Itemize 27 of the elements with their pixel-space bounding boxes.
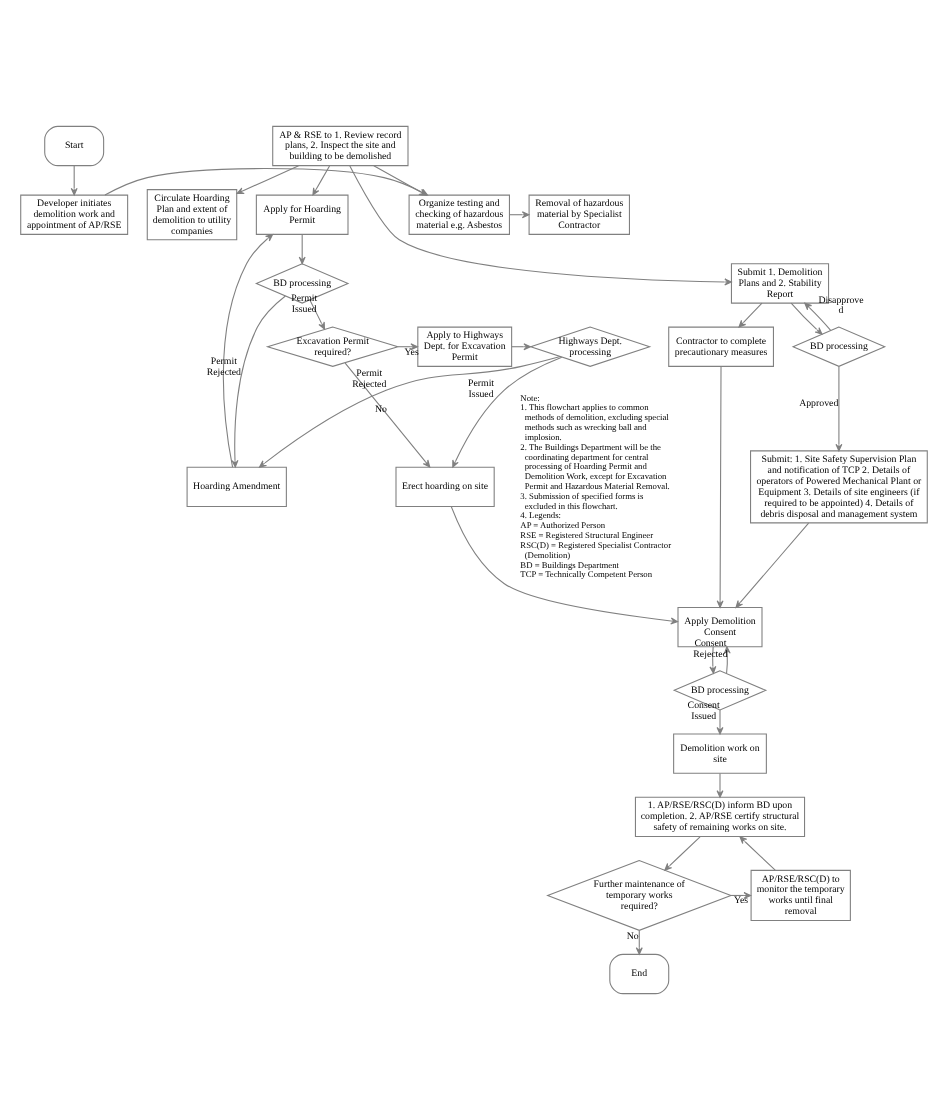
arrow (716, 771, 724, 797)
arrow (452, 355, 563, 467)
arrow (511, 342, 531, 350)
arrow (231, 294, 286, 467)
arrow (804, 301, 832, 330)
arrow (716, 364, 724, 607)
arrow (312, 164, 331, 195)
arrow (258, 354, 561, 467)
arrow (738, 301, 763, 327)
arrow (349, 164, 732, 285)
arrow (397, 342, 418, 350)
arrow (635, 929, 643, 954)
arrow (790, 301, 823, 334)
arrow (716, 708, 724, 734)
arrow (835, 364, 843, 451)
arrow (222, 232, 274, 467)
arrow (344, 361, 431, 467)
arrow (509, 210, 530, 218)
arrow (70, 164, 78, 195)
arrow (309, 298, 326, 329)
arrow (664, 835, 701, 870)
arrow (450, 505, 679, 624)
arrow (739, 835, 776, 870)
arrow (298, 233, 306, 264)
arrow (735, 521, 810, 607)
arrow (730, 890, 752, 898)
arrow (236, 164, 300, 193)
